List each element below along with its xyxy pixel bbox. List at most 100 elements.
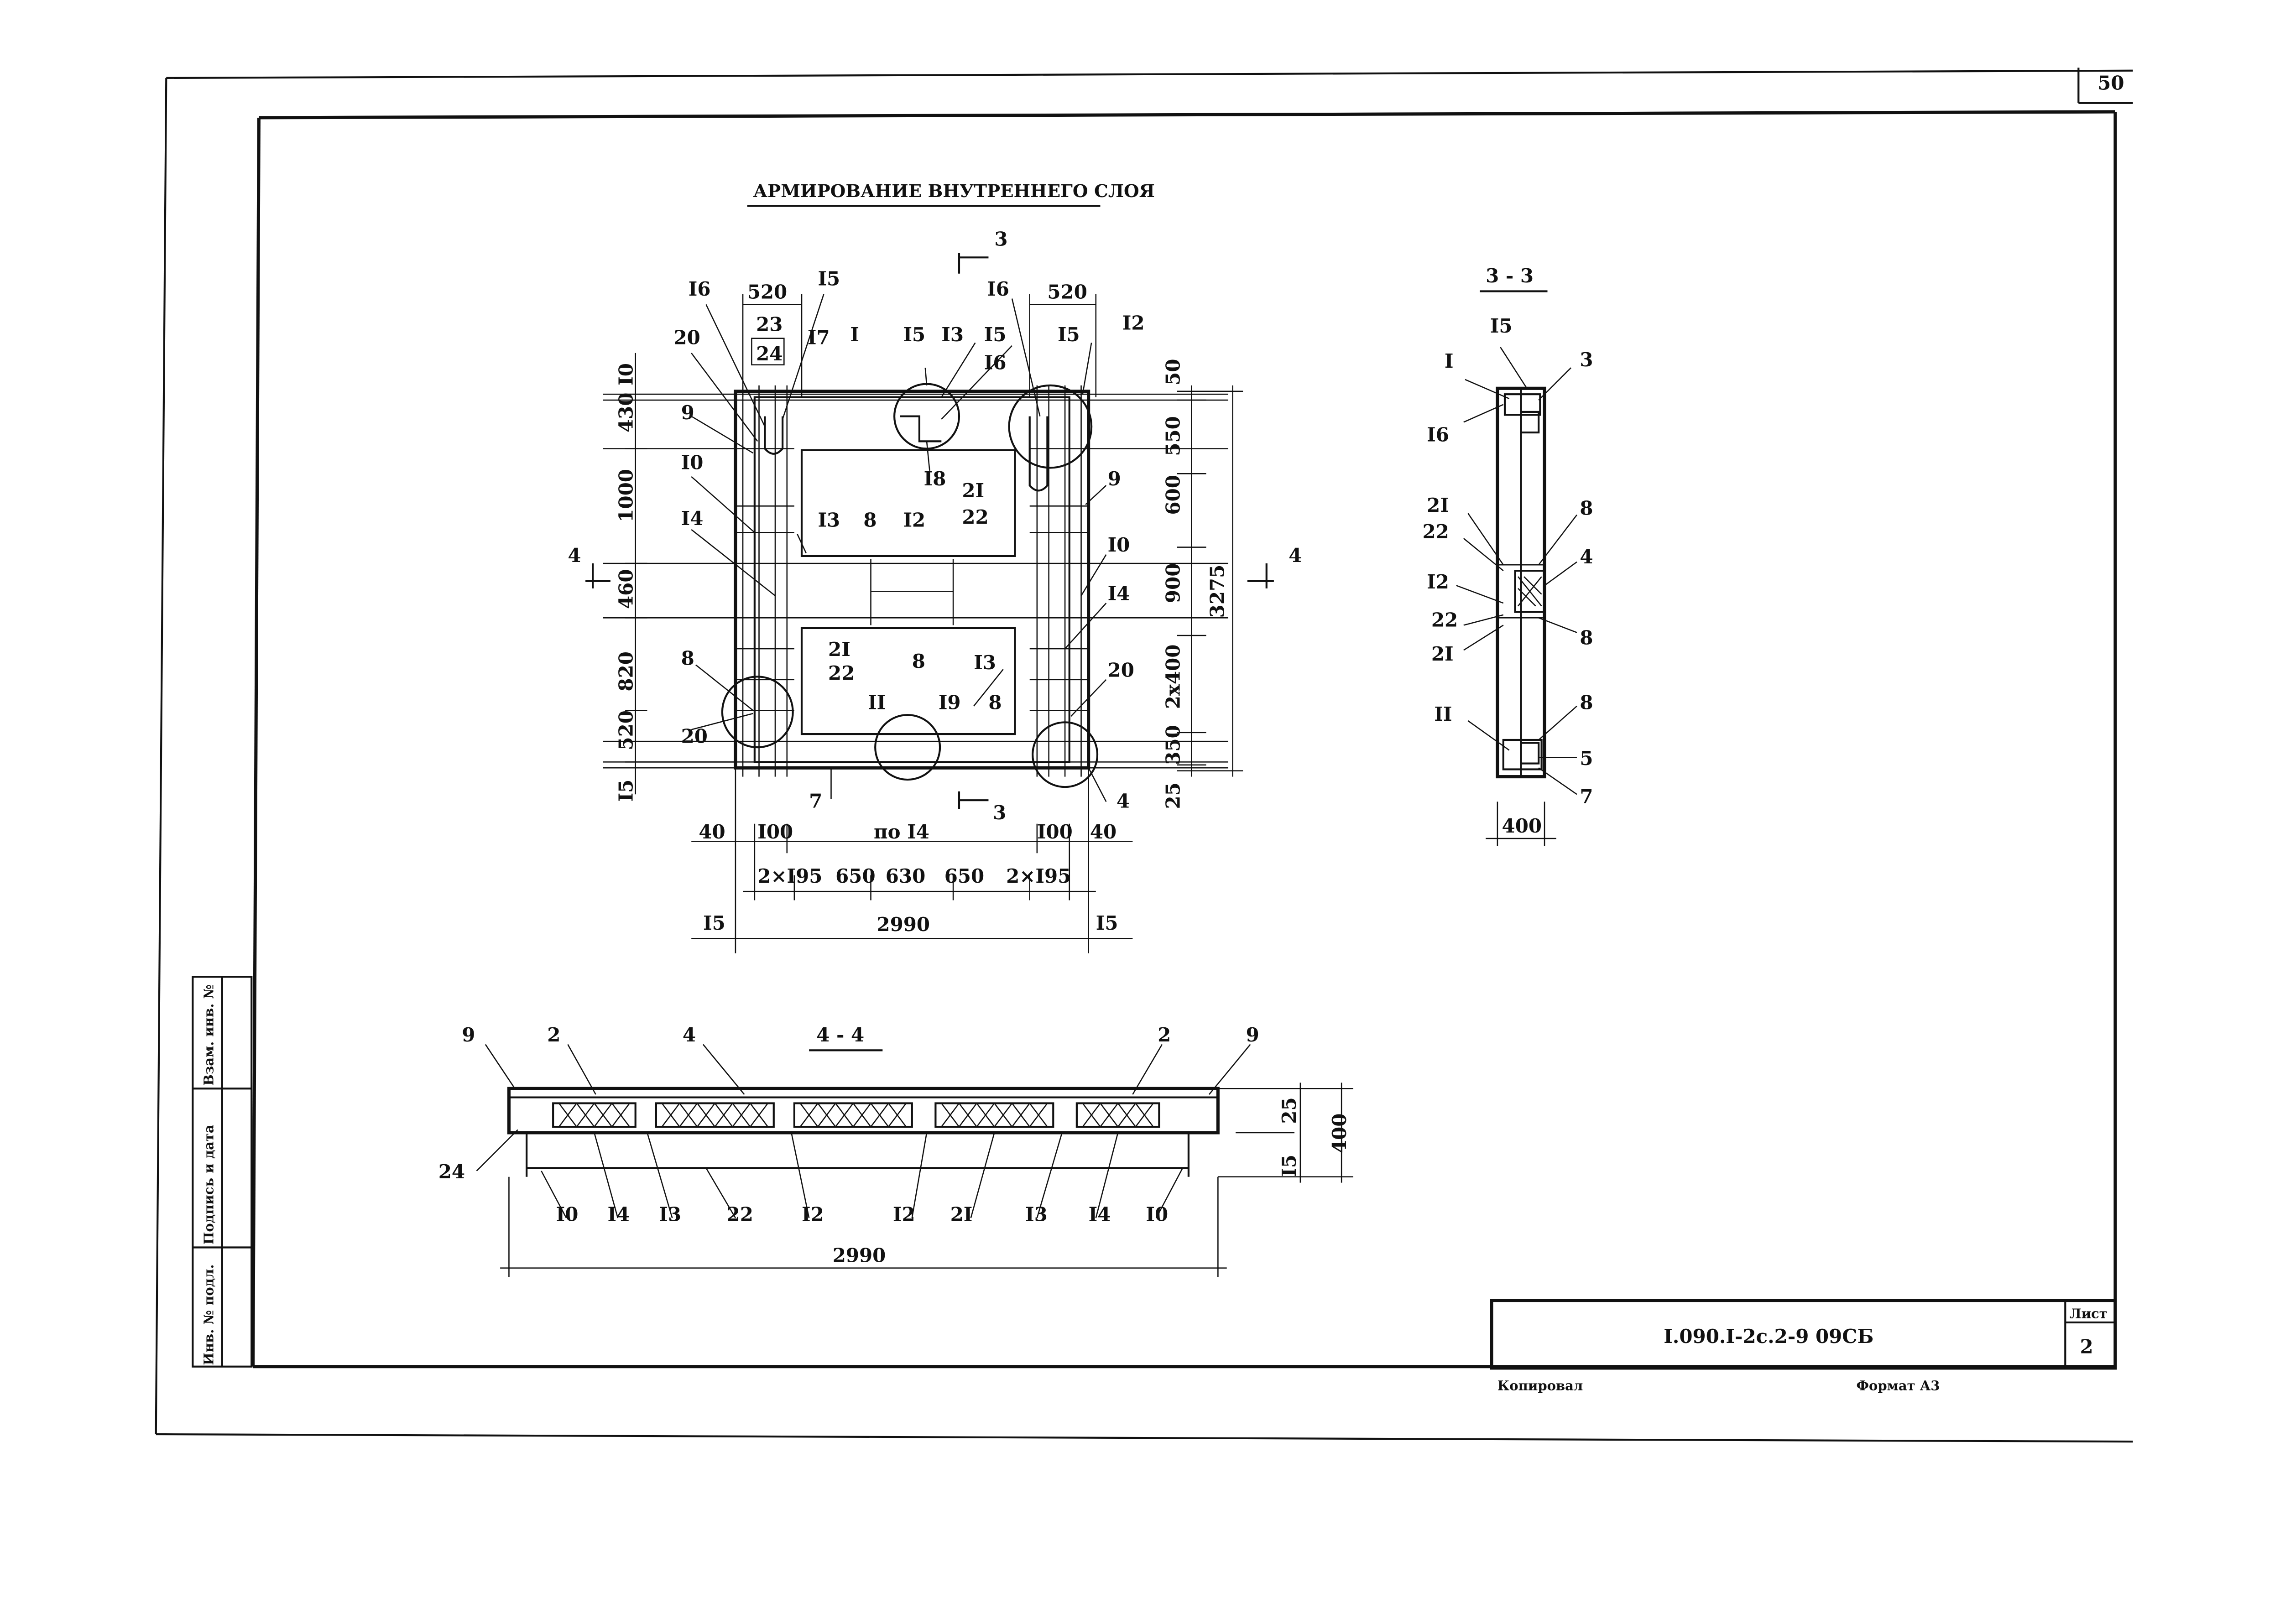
- dim-left-1000: 1000: [615, 469, 637, 522]
- dim-bottom-I00-left: I00: [757, 821, 793, 843]
- s44-bot-I2-right: I2: [893, 1203, 915, 1225]
- plan-label-I3-top: I3: [941, 323, 964, 346]
- s44-top-9-right: 9: [1246, 1024, 1259, 1046]
- s44-bot-2I: 2I: [950, 1203, 973, 1225]
- title-block-code: I.090.I-2с.2-9 09СБ: [1664, 1325, 1873, 1348]
- dim-left-820: 820: [615, 651, 637, 691]
- section-44-title: 4 - 4: [816, 1024, 864, 1046]
- title-block: I.090.I-2с.2-9 09СБ Лист 2: [1490, 1299, 2117, 1370]
- s44-dim-I5: I5: [1278, 1155, 1300, 1177]
- plan-label-9-l: 9: [681, 401, 694, 424]
- dim-edge-left: I5: [703, 912, 725, 934]
- plan-label-I8: I8: [924, 468, 946, 490]
- s44-top-2-right: 2: [1158, 1024, 1171, 1046]
- dim-bottom2-2x195-right: 2×I95: [1006, 865, 1071, 887]
- plan-label-20-tl: 20: [674, 327, 700, 349]
- s44-bot-24: 24: [438, 1161, 465, 1183]
- plan-label-4: 4: [1117, 790, 1130, 812]
- dim-right-550: 550: [1162, 416, 1184, 456]
- footer-format: Формат А3: [1857, 1378, 1940, 1393]
- plan-label-II: II: [868, 691, 886, 713]
- s44-dim-25: 25: [1278, 1097, 1300, 1124]
- plan-label-23: 23: [756, 313, 783, 336]
- section-33-title: 3 - 3: [1486, 265, 1534, 287]
- drawing-title: АРМИРОВАНИЕ ВНУТРЕННЕГО СЛОЯ: [753, 181, 1155, 202]
- plan-label-I5-tr: I5: [1058, 323, 1080, 346]
- side-stamp: Инв. № подл. Подпись и дата Взам. инв. №: [192, 976, 253, 1368]
- plan-label-I9: I9: [939, 691, 961, 713]
- dim-top-left: 520: [747, 281, 787, 303]
- cut-4-right: 4: [1289, 544, 1302, 567]
- dim-bottom-I00-right: I00: [1037, 821, 1073, 843]
- plan-label-20-bl: 20: [681, 725, 708, 747]
- s33-label-8-bot: 8: [1580, 691, 1593, 713]
- dim-right-600: 600: [1162, 475, 1184, 515]
- s33-label-I5: I5: [1490, 315, 1513, 337]
- plan-label-I2-tr: I2: [1122, 312, 1145, 334]
- dim-bottom2-650-right: 650: [944, 865, 984, 887]
- plan-label-22-top: 22: [962, 506, 988, 528]
- dim-edge-right: I5: [1096, 912, 1118, 934]
- plan-view: 3 3 4 4 520 520 50 550 6: [568, 228, 1302, 953]
- s44-dim-400: 400: [1328, 1114, 1351, 1153]
- dim-top-right: 520: [1047, 281, 1087, 303]
- s33-label-5: 5: [1580, 747, 1593, 770]
- s33-label-2I-bot: 2I: [1431, 643, 1454, 665]
- plan-label-I6-tr: I6: [987, 278, 1009, 300]
- cut-4-left: 4: [568, 544, 581, 567]
- plan-label-2I-top: 2I: [962, 479, 984, 502]
- plan-label-9-r: 9: [1108, 468, 1121, 490]
- s33-dim-400: 400: [1502, 815, 1542, 837]
- s33-label-4: 4: [1580, 546, 1593, 568]
- s44-top-2-left: 2: [547, 1024, 560, 1046]
- footer-copied: Копировал: [1497, 1378, 1583, 1393]
- plan-label-8-br: 8: [988, 691, 1002, 713]
- dim-right-900: 900: [1162, 563, 1184, 603]
- plan-label-I3-mid: I3: [818, 509, 840, 531]
- dim-left-520: 520: [615, 710, 637, 750]
- dim-bottom2-650-left: 650: [835, 865, 875, 887]
- s44-top-9-left: 9: [462, 1024, 475, 1046]
- s33-label-8-top: 8: [1580, 497, 1593, 520]
- stamp-signature-date: Подпись и дата: [201, 1124, 216, 1244]
- cut-3-bottom: 3: [993, 802, 1006, 824]
- s33-label-2I-top: 2I: [1427, 494, 1449, 516]
- stamp-inv-no: Инв. № подл.: [201, 1264, 216, 1365]
- title-block-sheet-number: 2: [2080, 1336, 2093, 1358]
- s33-label-8-mid: 8: [1580, 626, 1593, 649]
- s44-bot-22: 22: [727, 1203, 753, 1225]
- plan-label-I6-top: I6: [984, 351, 1007, 374]
- plan-label-8-l: 8: [681, 647, 694, 670]
- s44-top-4: 4: [683, 1024, 696, 1046]
- plan-label-I2-mid: I2: [903, 509, 925, 531]
- s33-label-I2: I2: [1427, 571, 1449, 593]
- dim-bottom-40-left: 40: [699, 821, 725, 843]
- title-block-sheet-label: Лист: [2070, 1306, 2108, 1321]
- dim-right-350: 350: [1162, 725, 1184, 765]
- s33-label-I6: I6: [1427, 423, 1449, 446]
- s33-label-I: I: [1445, 350, 1454, 372]
- dim-left-430: 430: [615, 393, 637, 432]
- dim-right-50: 50: [1162, 359, 1184, 385]
- dim-right-2x400: 2x400: [1162, 645, 1184, 709]
- plan-label-8-mid: 8: [863, 509, 877, 531]
- dim-bottom-40-right: 40: [1090, 821, 1117, 843]
- plan-label-I4-l: I4: [681, 507, 704, 530]
- cut-3-top: 3: [994, 228, 1007, 250]
- plan-label-2I-bot: 2I: [828, 638, 850, 661]
- s44-bot-I0-left: I0: [556, 1203, 579, 1225]
- section-3-3: 3 - 3 400: [1422, 265, 1593, 846]
- plan-label-I5-mid: I5: [903, 323, 925, 346]
- s33-label-3: 3: [1580, 349, 1593, 371]
- plan-label-I0-l: I0: [681, 452, 704, 474]
- dim-bottom-po-I4: по I4: [874, 821, 929, 843]
- plan-label-I0-r: I0: [1108, 534, 1130, 556]
- s44-bot-I2-left: I2: [802, 1203, 824, 1225]
- dim-left-I0: I0: [615, 363, 637, 385]
- s44-bot-I4-right: I4: [1089, 1203, 1111, 1225]
- section-4-4: 4 - 4: [438, 1024, 1353, 1277]
- s44-bot-I0-right: I0: [1146, 1203, 1168, 1225]
- plan-label-22-bot: 22: [828, 662, 855, 684]
- plan-label-I5-tl: I5: [818, 268, 840, 290]
